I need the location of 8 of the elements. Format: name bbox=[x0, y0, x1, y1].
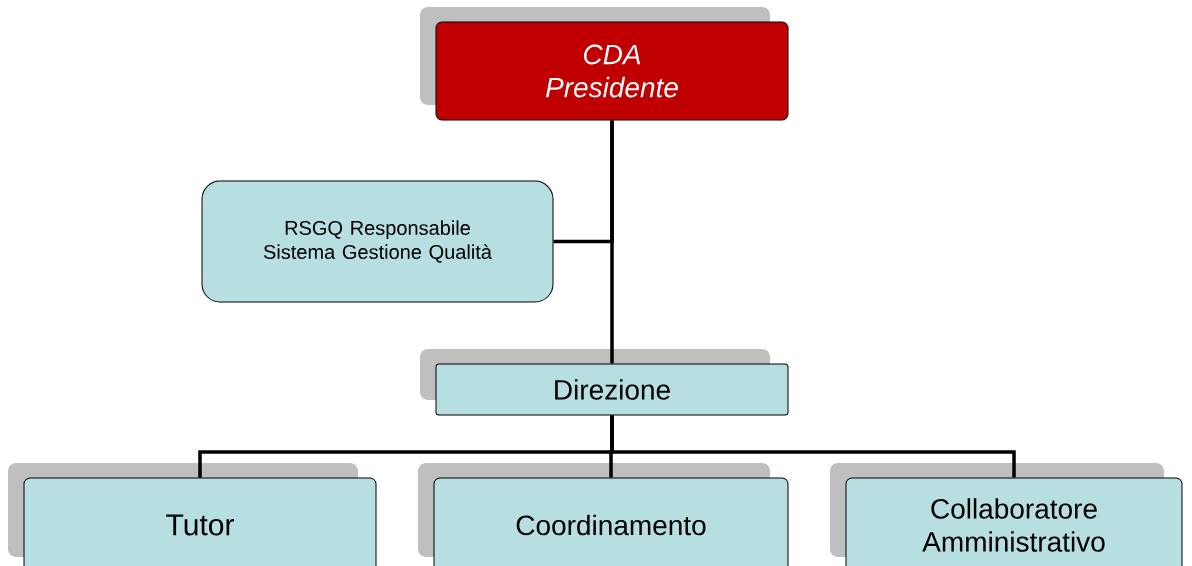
org-box: Collaboratore Amministrativo bbox=[845, 477, 1183, 566]
connector-line bbox=[610, 415, 1016, 478]
org-box: Tutor bbox=[23, 477, 377, 566]
org-box: CDA Presidente bbox=[435, 21, 789, 121]
connector-line bbox=[553, 120, 614, 244]
org-box: Direzione bbox=[435, 363, 789, 416]
org-box: RSGQ Responsabile Sistema Gestione Qualità bbox=[201, 180, 554, 303]
org-box: Coordinamento bbox=[433, 477, 789, 566]
